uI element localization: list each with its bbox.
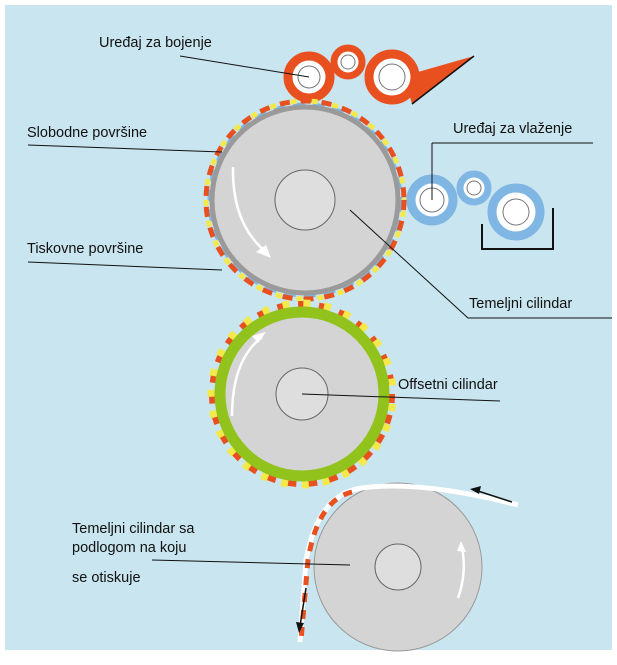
plate-water-layer	[207, 102, 403, 298]
leader-offset	[301, 393, 501, 402]
impression-rotation-arrow	[456, 547, 466, 599]
label-inking-unit: Uređaj za bojenje	[99, 35, 212, 51]
label-dampening-unit: Uređaj za vlaženje	[453, 121, 573, 137]
leader-lines	[27, 55, 612, 566]
label-impression-cylinder-line1: Temeljni cilindar sa	[72, 521, 195, 537]
leader-impression	[151, 559, 351, 566]
plate-rotation-arrow	[231, 166, 267, 253]
blanket-ink-layer	[209, 301, 395, 487]
plate-rotation-arrowhead	[256, 245, 271, 258]
label-impression-cylinder-line2: podlogom na koju	[72, 540, 187, 556]
paper-exit-arrowhead	[296, 622, 304, 633]
paper-print-layer	[298, 489, 353, 641]
water-roller-right-core	[502, 198, 530, 226]
label-image-areas: Tiskovne površine	[27, 241, 144, 257]
plate-cylinder	[203, 98, 407, 302]
offset-rotation-arrow	[230, 336, 263, 417]
label-offset-cylinder: Offsetni cilindar	[398, 377, 498, 393]
blanket-yellow-layer	[207, 299, 397, 489]
water-roller-middle-core	[466, 180, 482, 196]
offset-rotation-arrowhead	[252, 332, 266, 343]
leader-image	[27, 261, 223, 271]
label-impression-cylinder-line3: se otiskuje	[72, 570, 141, 586]
label-plate-cylinder: Temeljni cilindar	[469, 296, 573, 312]
label-non-image-areas: Slobodne površine	[27, 125, 148, 141]
impression-cylinder	[296, 482, 519, 652]
plate-cylinder-hub	[274, 169, 336, 231]
water-trough	[481, 208, 554, 250]
ink-fountain	[404, 56, 474, 104]
plate-yellow-layer	[203, 98, 407, 302]
ink-fountain-blade	[411, 55, 475, 105]
paper-exit-arrow	[299, 587, 307, 627]
ink-roller-right-core	[378, 63, 406, 91]
leader-inking	[179, 55, 310, 78]
ink-roller-middle-core	[340, 54, 356, 70]
impression-cylinder-hub	[374, 543, 422, 591]
paper-feed-arrow	[477, 490, 513, 503]
impression-rotation-arrowhead	[457, 541, 466, 552]
leader-plate	[349, 209, 612, 319]
dampening-unit	[406, 170, 554, 250]
leader-non-image	[27, 144, 223, 153]
paper-feed-arrowhead	[470, 486, 481, 494]
